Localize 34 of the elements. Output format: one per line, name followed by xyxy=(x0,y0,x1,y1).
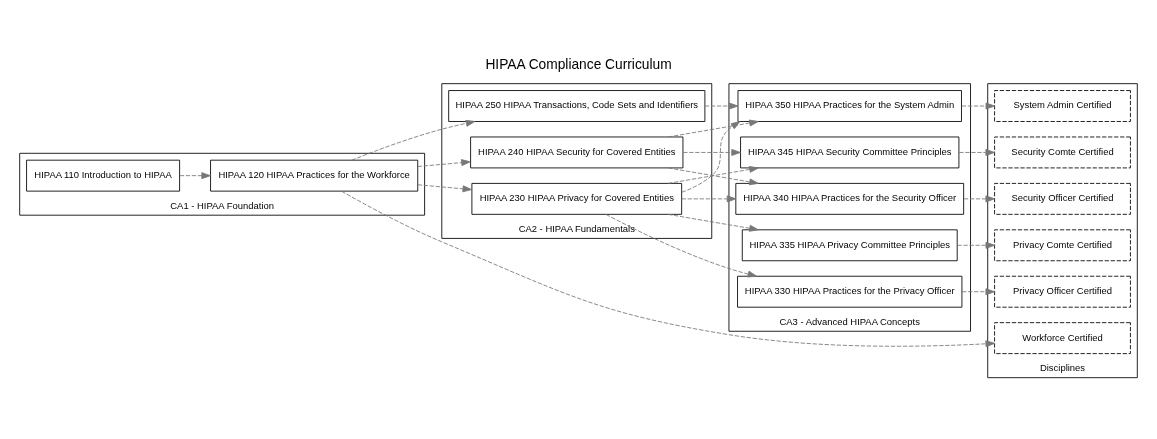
node-box: HIPAA 120 HIPAA Practices for the Workforce xyxy=(210,159,419,192)
node-box: Security Officer Certified xyxy=(994,182,1131,215)
node-box: Workforce Certified xyxy=(994,322,1131,355)
node-box: HIPAA 240 HIPAA Security for Covered Entities xyxy=(470,136,684,169)
arrow xyxy=(704,102,739,110)
diagram-title: HIPAA Compliance Curriculum xyxy=(485,56,672,72)
arrow xyxy=(341,190,995,348)
node-box: HIPAA 335 HIPAA Privacy Committee Principles xyxy=(741,229,958,262)
arrow xyxy=(961,102,995,110)
arrow xyxy=(681,121,741,193)
node-box: HIPAA 330 HIPAA Practices for the Privacy Officer xyxy=(737,275,963,308)
node-box: HIPAA 350 HIPAA Practices for the System Admin xyxy=(737,90,962,122)
node-box: Privacy Officer Certified xyxy=(994,275,1131,308)
arrow xyxy=(963,195,995,203)
arrow xyxy=(417,184,472,193)
arrow xyxy=(958,149,995,156)
arrow xyxy=(961,288,995,296)
arrow xyxy=(681,195,737,203)
node-box: HIPAA 110 Introduction to HIPAA xyxy=(26,159,181,192)
node-box: Privacy Comte Certified xyxy=(994,229,1131,262)
node-box: System Admin Certified xyxy=(994,90,1131,122)
node-box: Security Comte Certified xyxy=(994,136,1131,169)
arrow xyxy=(179,172,211,180)
node-box: HIPAA 345 HIPAA Security Committee Principles xyxy=(740,136,960,169)
arrow xyxy=(605,214,758,278)
node-box: HIPAA 340 HIPAA Practices for the Security Officer xyxy=(735,182,965,215)
node-box: HIPAA 230 HIPAA Privacy for Covered Entities xyxy=(471,182,683,215)
arrow xyxy=(682,149,741,156)
arrow xyxy=(417,159,471,167)
arrow xyxy=(667,213,759,232)
arrow xyxy=(667,119,759,138)
arrow xyxy=(956,241,995,249)
arrow xyxy=(351,119,476,161)
node-box: HIPAA 250 HIPAA Transactions, Code Sets and Identifiers xyxy=(448,90,706,122)
